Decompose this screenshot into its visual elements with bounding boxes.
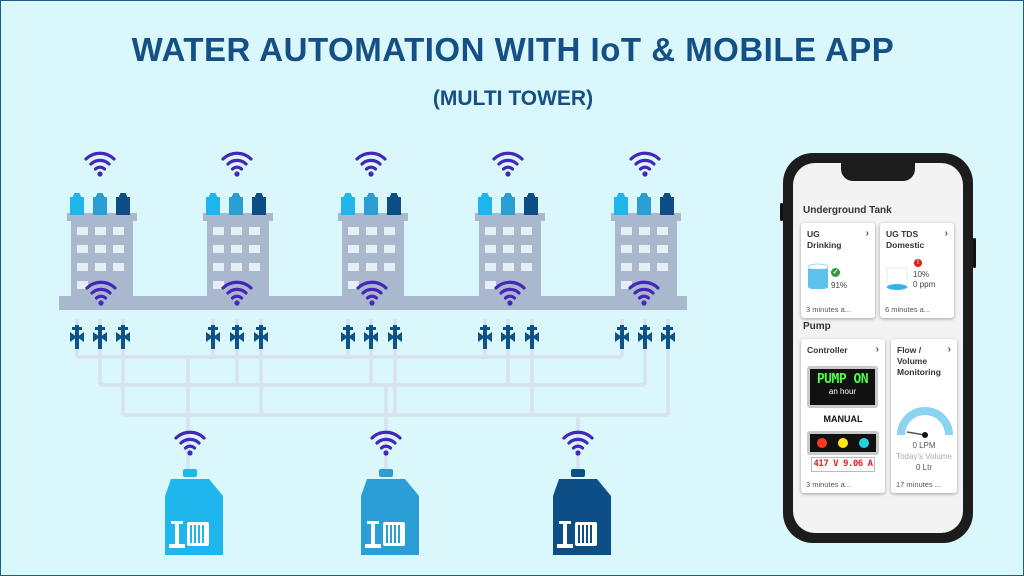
chevron-right-icon: › (875, 344, 879, 355)
last-updated: 3 minutes a... (806, 305, 852, 314)
phone-side-button (973, 238, 976, 268)
valve-icon (70, 325, 675, 349)
chevron-right-icon: › (865, 228, 869, 239)
yellow-indicator-icon (838, 438, 848, 448)
phone-side-button (780, 203, 783, 221)
tower-1 (67, 193, 137, 299)
section-label-pump: Pump (803, 321, 831, 332)
wifi-icon (174, 430, 206, 458)
ground-tank-3 (553, 469, 611, 555)
pump-status: PUMP ON (816, 372, 869, 387)
card-title: UG TDS Domestic (886, 229, 925, 250)
mobile-phone: Underground Tank UG Drinking › ✓ 91% 3 m… (780, 153, 976, 543)
check-icon: ✓ (831, 268, 840, 277)
wifi-icon (221, 151, 253, 179)
wifi-icon (492, 151, 524, 179)
card-ug-drinking[interactable]: UG Drinking › ✓ 91% 3 minutes a... (801, 223, 875, 318)
wifi-icon (355, 151, 387, 179)
card-title: Flow / Volume Monitoring (897, 345, 941, 377)
last-updated: 3 minutes a... (806, 480, 852, 489)
voltage-value: 417 V (813, 459, 839, 469)
pump-display: PUMP ON an hour (807, 366, 878, 408)
pump-mode: MANUAL (823, 414, 863, 424)
tds-value: 0 ppm (913, 280, 936, 289)
wifi-icon (629, 151, 661, 179)
page-title: WATER AUTOMATION WITH IoT & MOBILE APP (131, 31, 895, 68)
card-title: Controller (807, 345, 848, 355)
flow-rate: 0 LPM (912, 441, 936, 450)
tank-level: 91% (831, 281, 848, 290)
card-pump-controller[interactable]: Controller › PUMP ON an hour MANUAL 417 … (801, 339, 885, 493)
app-screen: Underground Tank UG Drinking › ✓ 91% 3 m… (793, 163, 963, 533)
ground-tank-2 (361, 469, 419, 555)
tower-4 (475, 193, 545, 299)
tower-2 (203, 193, 273, 299)
system-diagram (59, 151, 687, 555)
flow-gauge (897, 407, 953, 438)
last-updated: 6 minutes a... (885, 305, 931, 314)
blue-indicator-icon (859, 438, 869, 448)
chevron-right-icon: › (944, 228, 948, 239)
last-updated: 17 minutes ... (896, 480, 942, 489)
page-subtitle: (MULTI TOWER) (432, 87, 594, 110)
red-indicator-icon (817, 438, 827, 448)
card-flow-volume[interactable]: Flow / Volume Monitoring › 0 LPM Today's… (891, 339, 957, 493)
tank-level-icon (886, 267, 908, 290)
volume-label: Today's Volume (896, 452, 952, 461)
phone-notch (841, 163, 915, 181)
card-title: UG Drinking (807, 229, 842, 250)
tank-level-icon (807, 263, 829, 289)
ground-tank-1 (165, 469, 223, 555)
wifi-icon (84, 151, 116, 179)
section-label-underground-tank: Underground Tank (803, 205, 892, 216)
tower-5 (611, 193, 681, 299)
indicator-lights (807, 431, 879, 455)
tank-level: 10% (913, 270, 930, 279)
pump-run-time: an hour (828, 387, 857, 396)
alert-icon: ! (914, 259, 922, 267)
voltage-current-readout: 417 V 9.06 A (811, 457, 875, 472)
volume-value: 0 Ltr (915, 463, 932, 472)
tower-3 (338, 193, 408, 299)
current-value: 9.06 A (843, 459, 873, 469)
card-ug-tds-domestic[interactable]: UG TDS Domestic › ! 10% 0 ppm 6 minutes … (880, 223, 954, 318)
chevron-right-icon: › (947, 344, 951, 355)
